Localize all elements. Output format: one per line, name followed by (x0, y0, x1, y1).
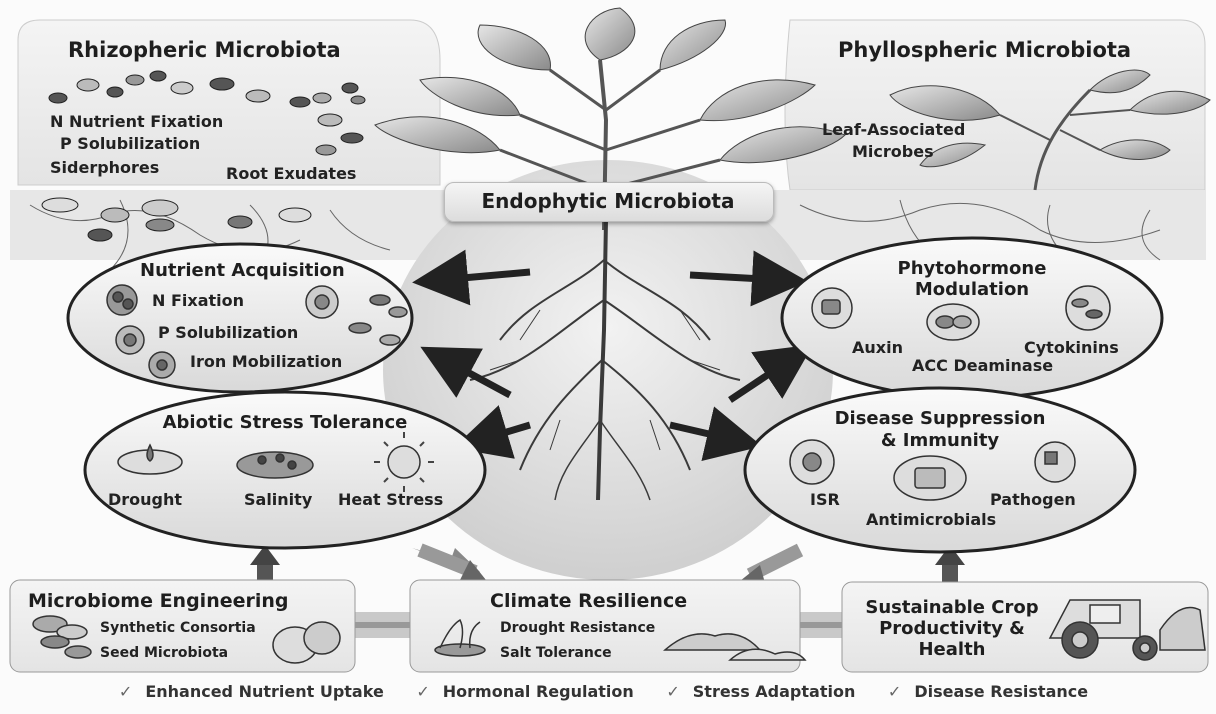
legend-item: ✓ Hormonal Regulation (416, 682, 642, 701)
phyllo-label-1: Leaf-Associated (822, 120, 965, 139)
sustain-line-1: Sustainable Crop (862, 597, 1042, 618)
climate-item-drought: Drought Resistance (500, 620, 655, 636)
check-icon: ✓ (119, 682, 132, 701)
engineering-title: Microbiome Engineering (28, 590, 289, 612)
legend-item: ✓ Enhanced Nutrient Uptake (119, 682, 393, 701)
legend: ✓ Enhanced Nutrient Uptake ✓ Hormonal Regu… (0, 682, 1216, 701)
nutrient-item-p-solubilization: P Solubilization (158, 323, 298, 342)
phyto-item-acc: ACC Deaminase (912, 356, 1053, 375)
rhizo-label-root-exudates: Root Exudates (226, 164, 356, 183)
phyto-item-auxin: Auxin (852, 338, 903, 357)
legend-label: Hormonal Regulation (443, 682, 634, 701)
nutrient-title: Nutrient Acquisition (140, 260, 340, 281)
engineering-item-seed: Seed Microbiota (100, 645, 228, 661)
soil-bulb (383, 160, 833, 580)
phyllo-title: Phyllospheric Microbiota (838, 38, 1131, 62)
rhizo-title: Rhizopheric Microbiota (68, 38, 341, 62)
abiotic-item-salinity: Salinity (244, 490, 312, 509)
nutrient-item-n-fixation: N Fixation (152, 291, 244, 310)
abiotic-title: Abiotic Stress Tolerance (145, 412, 425, 433)
check-icon: ✓ (416, 682, 429, 701)
disease-item-pathogen: Pathogen (990, 490, 1076, 509)
rhizo-label-n-fixation: N Nutrient Fixation (50, 112, 223, 131)
legend-item: ✓ Stress Adaptation (666, 682, 864, 701)
nutrient-item-iron: Iron Mobilization (190, 352, 342, 371)
abiotic-item-heat: Heat Stress (338, 490, 443, 509)
legend-label: Disease Resistance (914, 682, 1088, 701)
rhizo-label-p-solubilization: P Solubilization (60, 134, 200, 153)
disease-title-2: & Immunity (820, 430, 1060, 451)
disease-item-isr: ISR (810, 490, 840, 509)
climate-item-salt: Salt Tolerance (500, 645, 612, 661)
phyto-title-1: Phytohormone (872, 258, 1072, 279)
rhizo-label-siderophores: Siderphores (50, 158, 159, 177)
legend-label: Enhanced Nutrient Uptake (145, 682, 383, 701)
legend-label: Stress Adaptation (693, 682, 856, 701)
phyto-title-2: Modulation (872, 279, 1072, 300)
engineering-item-consortia: Synthetic Consortia (100, 620, 256, 636)
disease-item-antimicrobials: Antimicrobials (866, 510, 996, 529)
disease-title-1: Disease Suppression (820, 408, 1060, 429)
sustain-line-3: Health (862, 639, 1042, 660)
check-icon: ✓ (888, 682, 901, 701)
phyllo-label-2: Microbes (852, 142, 934, 161)
endo-title: Endophytic Microbiota (444, 189, 772, 213)
phyto-item-cytokinins: Cytokinins (1024, 338, 1119, 357)
check-icon: ✓ (666, 682, 679, 701)
abiotic-item-drought: Drought (108, 490, 182, 509)
sustain-line-2: Productivity & (862, 618, 1042, 639)
climate-title: Climate Resilience (490, 590, 687, 612)
legend-item: ✓ Disease Resistance (888, 682, 1097, 701)
